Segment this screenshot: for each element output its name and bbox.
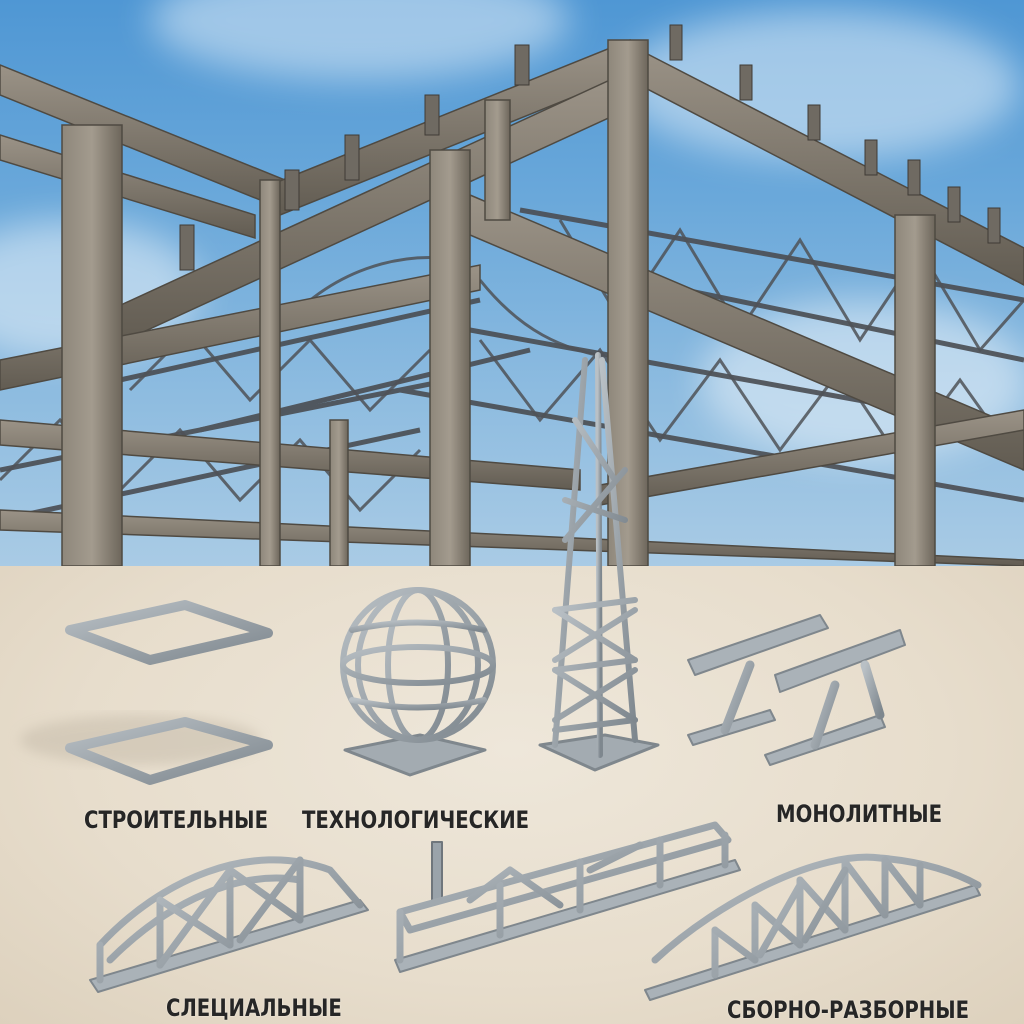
label-monolithic: МОНОЛИТНЫЕ (776, 800, 943, 828)
label-construction: СТРОИТЕЛЬНЫЕ (84, 806, 269, 834)
bowstring-truss-model (644, 853, 982, 1001)
flat-truss-model (394, 821, 741, 973)
twin-beams-model (687, 614, 906, 766)
label-technological: ТЕХНОЛОГИЧЕСКИЕ (302, 806, 530, 834)
arched-truss-model (89, 856, 369, 993)
steel-frame-photo (0, 0, 1024, 566)
cube-frame-model (20, 600, 273, 785)
label-special: СЛЕЦИАЛЬНЫЕ (166, 994, 342, 1022)
steel-frame-illustration (0, 24, 1024, 566)
lattice-tower-model (538, 352, 660, 772)
label-prefab: СБОРНО-РАЗБОРНЫЕ (727, 996, 970, 1024)
sphere-frame-model (340, 587, 496, 777)
